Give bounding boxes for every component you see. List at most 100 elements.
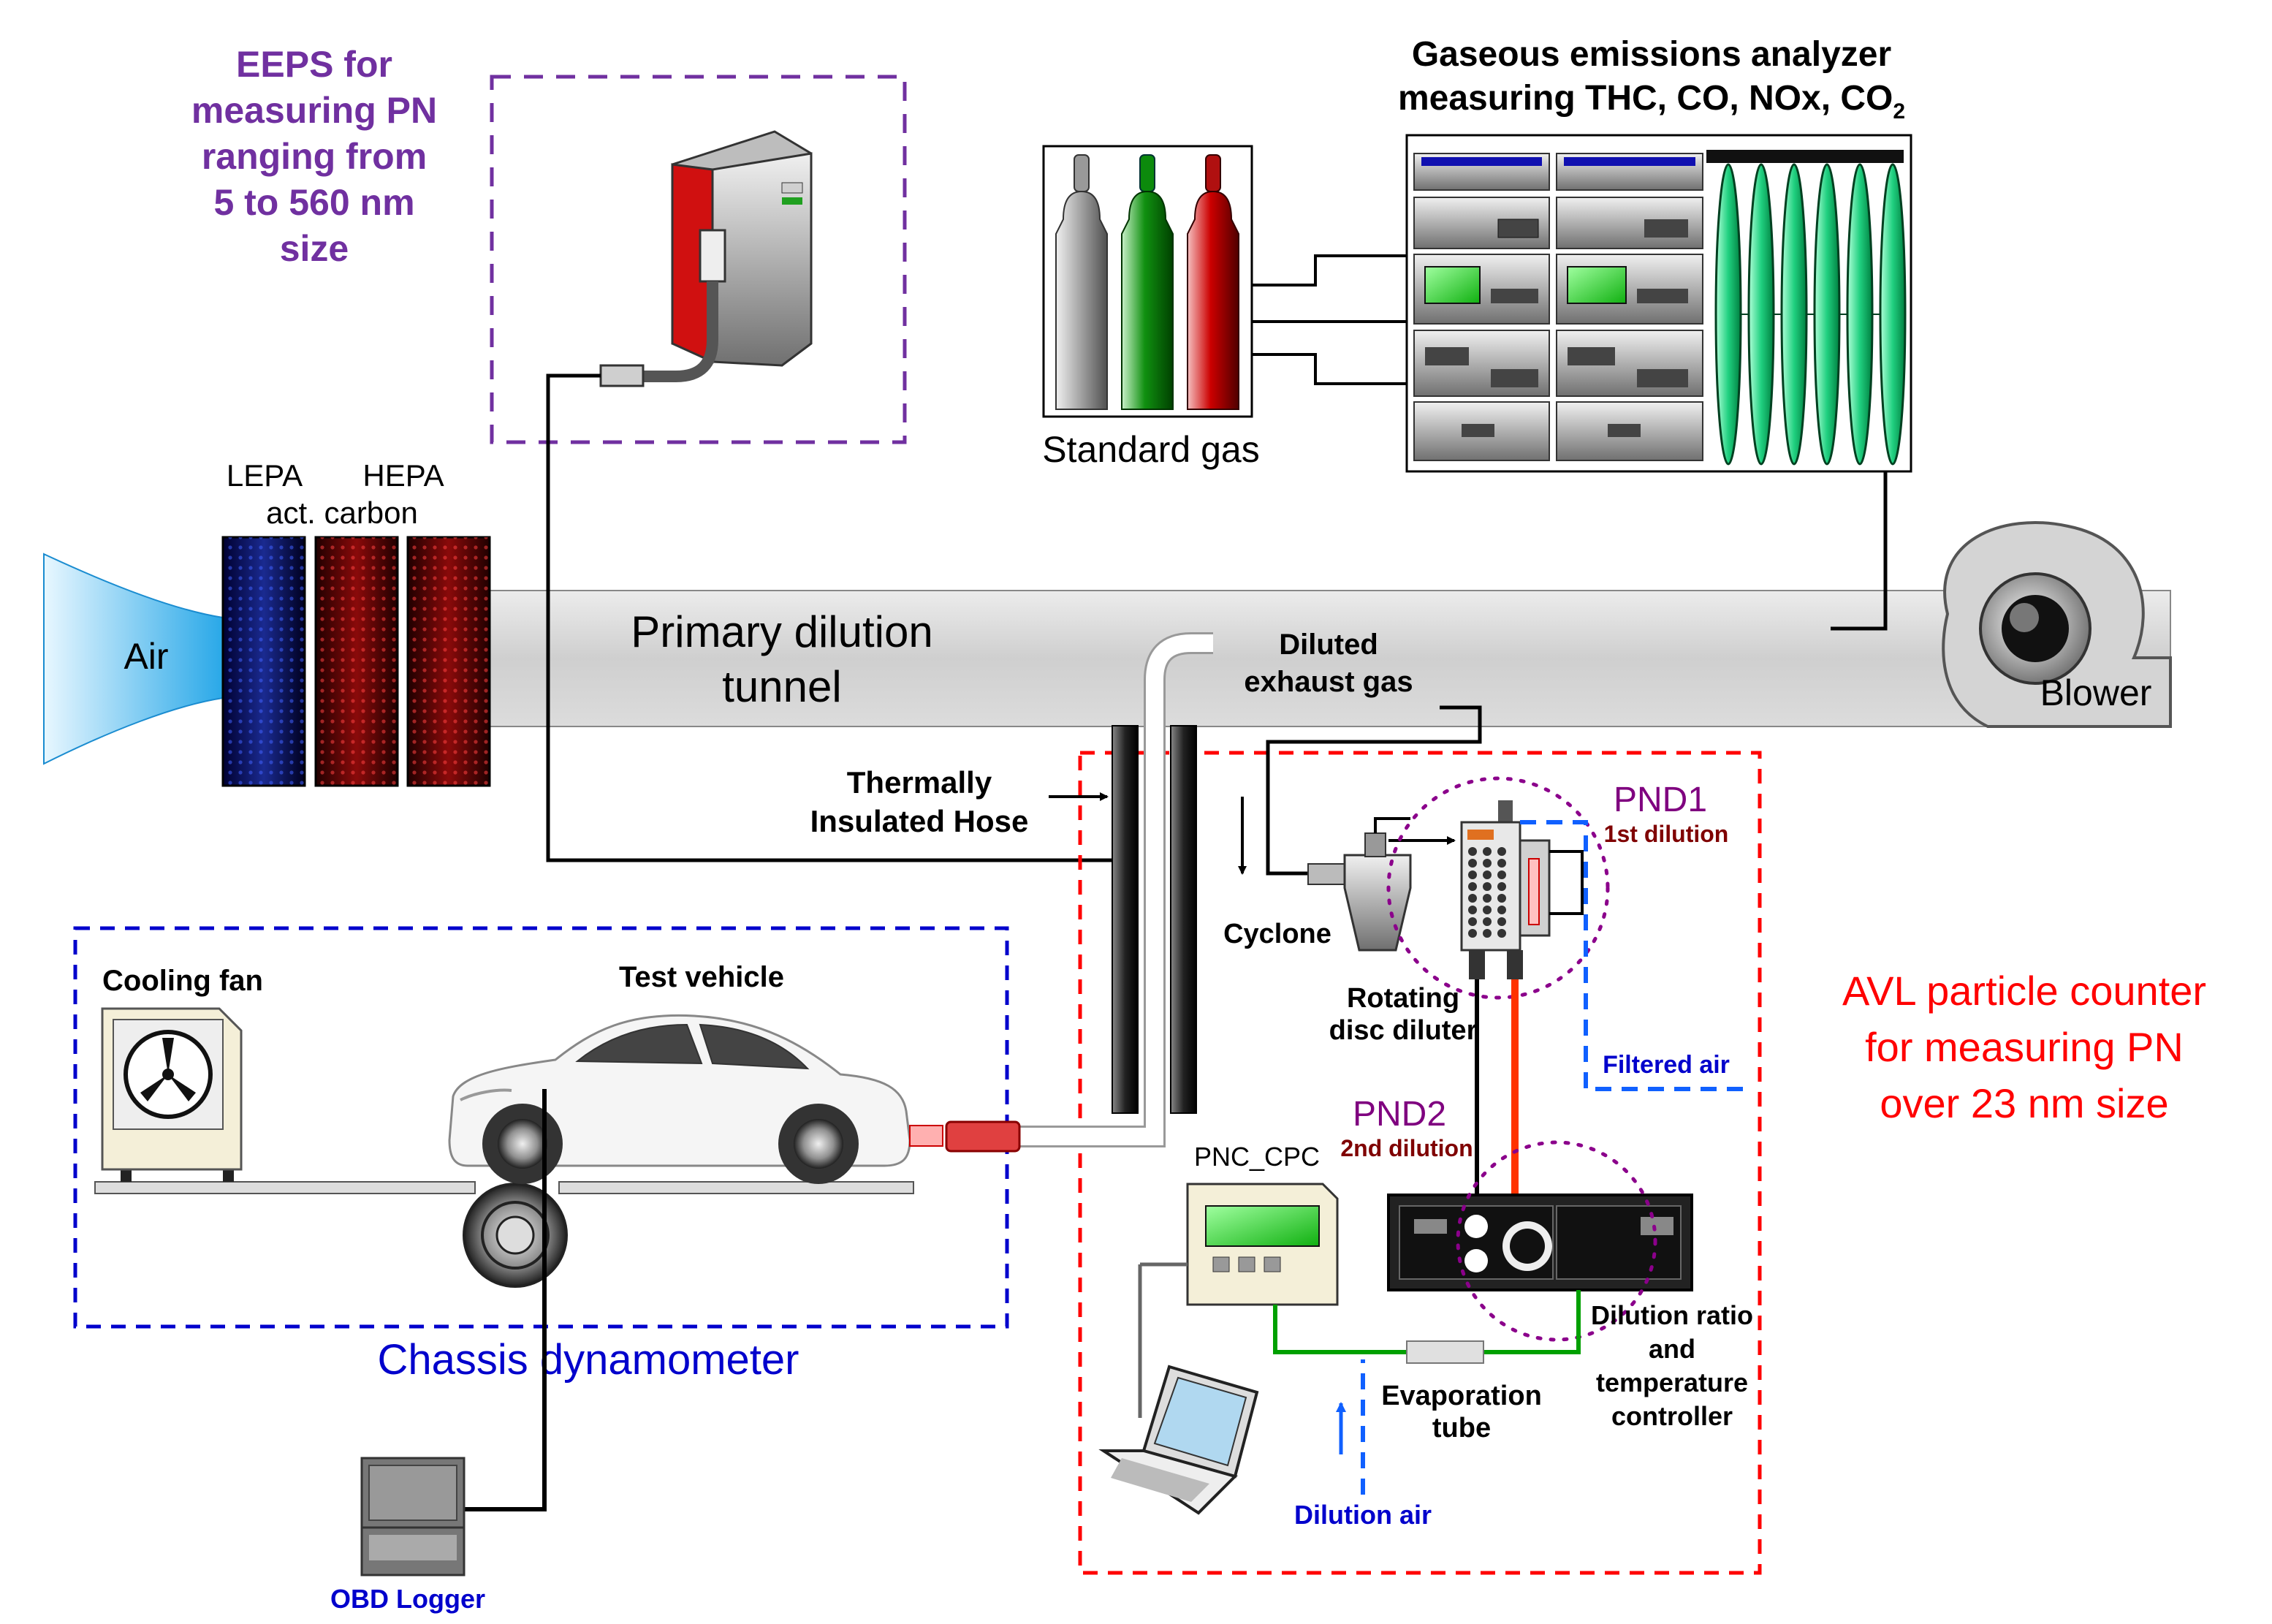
tunnel-label-line1: Primary dilution [631,607,932,656]
co2-subscript: 2 [1893,99,1905,124]
lepa-label: LEPA [227,458,303,493]
second-dilution-label: 2nd dilution [1340,1135,1473,1161]
diluted-exhaust-label-line2: exhaust gas [1244,666,1413,698]
pnc-cpc-device [1186,1183,1339,1306]
hepa-label: HEPA [362,458,444,493]
eeps-label-line4: 5 to 560 nm [213,182,414,223]
diluter-dot [1468,882,1477,891]
eeps-label-line5: size [280,228,349,269]
chassis-dynamometer-label: Chassis dynamometer [378,1336,799,1384]
diluter-dot [1483,882,1492,891]
diluter-dot [1483,894,1492,903]
cyclone-label: Cyclone [1223,919,1331,949]
lepa-filter [221,536,306,787]
blower [1942,521,2172,728]
dyno-roller [463,1183,568,1288]
dilution-ratio-label-line3: temperature [1596,1367,1748,1397]
gas-line-3 [1252,353,1410,385]
gas-analyzer-title-main: measuring THC, CO, NOx, CO [1398,79,1893,118]
diluter-dot [1468,929,1477,938]
analyzer-module-right [1556,153,1703,461]
pnd2-label: PND2 [1353,1095,1446,1134]
diluter-dot [1468,859,1477,868]
dilution-ratio-label-line4: controller [1611,1401,1733,1431]
diluter-dot [1483,906,1492,914]
diluter-dot [1483,847,1492,856]
green-sample-line [1483,1290,1581,1354]
eeps-box [490,75,907,444]
diluter-dot [1497,870,1506,879]
insulated-hose-label-line2: Insulated Hose [810,804,1029,838]
gas-line-1 [1252,254,1410,287]
filtered-air-label: Filtered air [1603,1051,1730,1079]
insulated-hose-label-line1: Thermally [847,765,992,800]
analyzer-filter-element [1879,163,1907,466]
diluter-dot [1483,859,1492,868]
avl-label-line2: for measuring PN [1865,1024,2184,1070]
tailpipe-connector [909,1125,943,1147]
diluter-dot [1497,929,1506,938]
air-label: Air [124,636,168,677]
diluter-dot [1468,847,1477,856]
gas-cylinder-gray [1055,154,1108,410]
avl-counter-box [1078,751,1762,1575]
tailpipe-adapter [945,1120,1021,1153]
act-carbon-label: act. carbon [266,496,418,530]
analyzer-module-left [1413,153,1550,461]
cooling-fan [101,1007,243,1182]
diluter-dot [1468,906,1477,914]
first-dilution-label: 1st dilution [1604,821,1729,847]
diluter-dot [1497,894,1506,903]
rotating-disc-diluter [1460,800,1584,979]
primary-dilution-tunnel [489,590,2171,727]
eeps-sample-hose [643,281,718,382]
diluter-dot [1497,859,1506,868]
insulated-hose-right [1170,725,1197,1114]
pnd2-highlight [1456,1140,1657,1342]
eeps-inlet-fitting [599,364,645,387]
insulated-hose-left [1112,725,1139,1114]
laptop-pnc [1098,1365,1259,1515]
evaporation-tube-label-line2: tube [1432,1413,1491,1443]
diluter-dot [1468,870,1477,879]
analyzer-sample-line [1831,471,1888,631]
pnc-cpc-label: PNC_CPC [1194,1142,1320,1172]
analyzer-filter-element [1846,163,1874,466]
diluter-dot [1483,929,1492,938]
diluter-dot [1483,870,1492,879]
analyzer-filter-element [1780,163,1808,466]
eeps-label-line3: ranging from [202,136,427,177]
dilution-ratio-label-line1: Dilution ratio [1591,1300,1753,1330]
diluted-exhaust-line [1266,705,1482,876]
obd-logger-laptop [360,1457,466,1576]
test-vehicle-label: Test vehicle [619,961,784,993]
rotating-disc-label-line1: Rotating [1347,983,1459,1014]
eeps-instrument [671,130,813,367]
diluter-dot [1497,882,1506,891]
green-sample-line-2 [1273,1305,1407,1354]
diluter-dot [1468,894,1477,903]
diluter-dot [1497,847,1506,856]
eeps-label-line2: measuring PN [191,90,437,131]
test-vehicle [448,1014,911,1184]
gas-cylinder-green [1121,154,1174,410]
diluter-dot [1497,906,1506,914]
obd-cable [464,1089,547,1511]
filtered-air-line [1520,820,1743,1091]
analyzer-filter-element [1813,163,1841,466]
avl-label-line1: AVL particle counter [1842,968,2206,1014]
standard-gas-label: Standard gas [1042,429,1259,470]
diluter-dot-grid [1468,847,1506,938]
dilution-ratio-label-line2: and [1649,1334,1695,1364]
evaporation-tube [1406,1340,1484,1364]
hepa-filter [314,536,399,787]
gas-analyzer-title-line2: measuring THC, CO, NOx, CO2 [1398,79,1905,124]
cooling-fan-label: Cooling fan [102,965,263,997]
tunnel-label-line2: tunnel [722,662,841,711]
rotating-disc-label-line2: disc diluter [1329,1015,1478,1046]
diluter-dot [1497,917,1506,926]
dilution-air-label: Dilution air [1294,1500,1432,1530]
pnd1-label: PND1 [1614,781,1707,819]
eeps-label-line1: EEPS for [236,44,392,85]
